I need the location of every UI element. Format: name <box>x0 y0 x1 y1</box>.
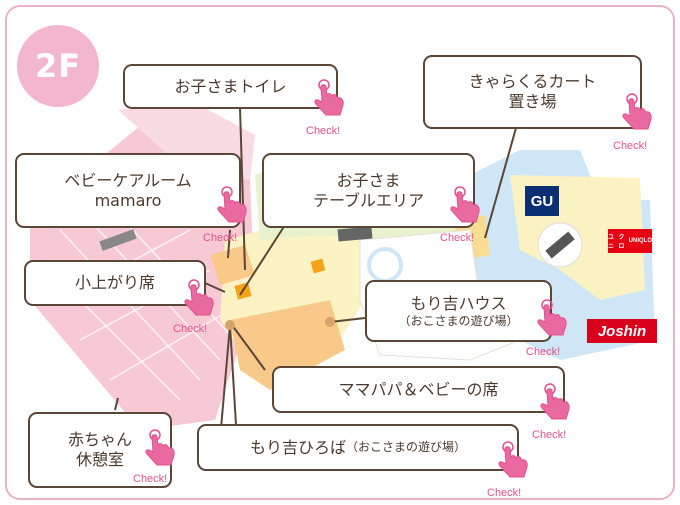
callout-kids-toilet-label: お子さまトイレ <box>174 76 287 96</box>
uniqlo-part-4: QLO <box>639 229 652 253</box>
check-label-small-seat[interactable]: Check! <box>173 323 208 335</box>
callout-nursery-room-line2: 休憩室 <box>75 450 124 469</box>
callout-baby-care-room-line2: mamaro <box>94 190 162 210</box>
plaza-circle <box>367 247 403 283</box>
callout-small-seat[interactable]: 小上がり席 <box>24 260 206 306</box>
check-label-babycare[interactable]: Check! <box>203 232 238 244</box>
callout-moriyoshi-house-line2: （おこさまの遊び場） <box>398 313 519 328</box>
escalator-icon <box>99 222 583 268</box>
uniqlo-part-1: ユニ <box>608 229 619 253</box>
callout-cart-parking-line1: きゃらくるカート <box>468 72 597 91</box>
callout-kids-table-area-line2: テーブルエリア <box>312 190 425 210</box>
callout-mama-papa-seat-label: ママパパ＆ベビーの席 <box>338 379 499 399</box>
table-marker-2 <box>310 258 326 274</box>
check-label-mama-papa[interactable]: Check! <box>532 429 567 441</box>
point-plaza <box>225 320 235 330</box>
callout-cart-parking-line2: 置き場 <box>508 92 557 111</box>
zone-orange-seating <box>230 300 345 390</box>
callout-kids-table-area-line1: お子さま <box>336 170 401 190</box>
uniqlo-part-3: UNI <box>628 229 639 253</box>
uniqlo-part-2: クロ <box>618 229 629 253</box>
pointing-hand-icon[interactable] <box>496 440 530 480</box>
callout-moriyoshi-plaza-line2: （おこさまの遊び場） <box>346 440 467 454</box>
check-label-cart[interactable]: Check! <box>613 140 648 152</box>
callout-moriyoshi-house-line1: もり吉ハウス <box>410 293 507 313</box>
pointing-hand-icon[interactable] <box>312 78 346 118</box>
pointing-hand-icon[interactable] <box>538 382 572 422</box>
store-logo-uniqlo[interactable]: ユニ クロ UNI QLO <box>608 229 652 253</box>
callout-kids-toilet[interactable]: お子さまトイレ <box>123 64 338 109</box>
callout-cart-parking[interactable]: きゃらくるカート 置き場 <box>423 55 642 129</box>
pointing-hand-icon[interactable] <box>620 92 654 132</box>
check-label-moriyoshi-plaza[interactable]: Check! <box>487 487 522 499</box>
floor-badge: 2F <box>17 25 99 107</box>
callout-moriyoshi-house[interactable]: もり吉ハウス （おこさまの遊び場） <box>365 280 552 342</box>
callout-nursery-room-line1: 赤ちゃん <box>67 430 132 449</box>
pointing-hand-icon[interactable] <box>143 428 177 468</box>
callout-moriyoshi-plaza[interactable]: もり吉ひろば （おこさまの遊び場） <box>197 424 519 471</box>
callout-kids-table-area[interactable]: お子さま テーブルエリア <box>262 153 475 228</box>
store-logo-gu[interactable]: GU <box>525 186 559 216</box>
callout-mama-papa-seat[interactable]: ママパパ＆ベビーの席 <box>272 366 565 413</box>
pointing-hand-icon[interactable] <box>535 298 569 338</box>
pointing-hand-icon[interactable] <box>448 185 482 225</box>
callout-small-seat-label: 小上がり席 <box>74 273 155 292</box>
check-label-moriyoshi-house[interactable]: Check! <box>526 346 561 358</box>
callout-moriyoshi-plaza-line1: もり吉ひろば <box>249 437 346 457</box>
point-house <box>325 317 335 327</box>
callout-baby-care-room[interactable]: ベビーケアルーム mamaro <box>15 153 241 228</box>
store-logo-joshin[interactable]: Joshin <box>587 319 657 343</box>
check-label-nursery[interactable]: Check! <box>133 473 168 485</box>
check-label-toilet[interactable]: Check! <box>306 125 341 137</box>
check-label-kids-table[interactable]: Check! <box>440 232 475 244</box>
callout-baby-care-room-line1: ベビーケアルーム <box>64 170 192 190</box>
pointing-hand-icon[interactable] <box>215 185 249 225</box>
pointing-hand-icon[interactable] <box>182 278 216 318</box>
leader-lines <box>114 107 517 441</box>
